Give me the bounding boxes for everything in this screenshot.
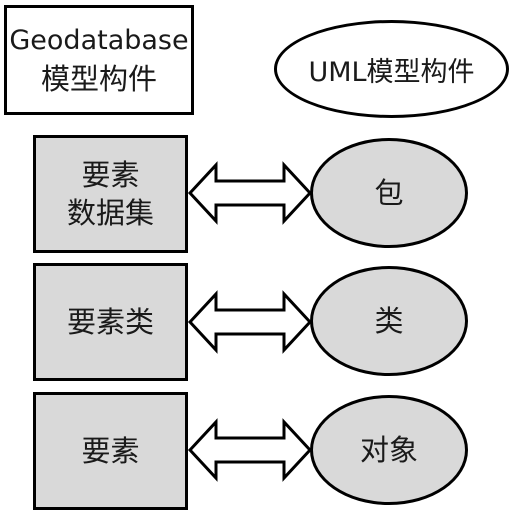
double-arrow-icon bbox=[187, 290, 313, 354]
geodatabase-header-line1: Geodatabase bbox=[9, 25, 189, 56]
object-ellipse: 对象 bbox=[310, 395, 468, 505]
feature-dataset-box: 要素 数据集 bbox=[33, 135, 188, 253]
feature-class-box: 要素类 bbox=[33, 263, 188, 381]
feature-box: 要素 bbox=[33, 392, 188, 510]
feature-dataset-label-line2: 数据集 bbox=[66, 196, 154, 230]
geodatabase-header-line2: 模型构件 bbox=[40, 62, 157, 96]
class-ellipse: 类 bbox=[310, 266, 468, 376]
double-arrow-icon bbox=[187, 161, 313, 225]
double-arrow-icon bbox=[187, 418, 313, 482]
geodatabase-header-box: Geodatabase 模型构件 bbox=[4, 5, 194, 115]
package-label: 包 bbox=[374, 176, 404, 210]
uml-header-label: UML模型构件 bbox=[308, 56, 475, 88]
feature-dataset-label-line1: 要素 bbox=[81, 158, 140, 192]
uml-header-ellipse: UML模型构件 bbox=[274, 20, 509, 118]
class-label: 类 bbox=[374, 304, 404, 338]
package-ellipse: 包 bbox=[310, 138, 468, 248]
object-label: 对象 bbox=[359, 433, 418, 467]
feature-label: 要素 bbox=[81, 434, 140, 468]
feature-class-label: 要素类 bbox=[66, 305, 154, 339]
